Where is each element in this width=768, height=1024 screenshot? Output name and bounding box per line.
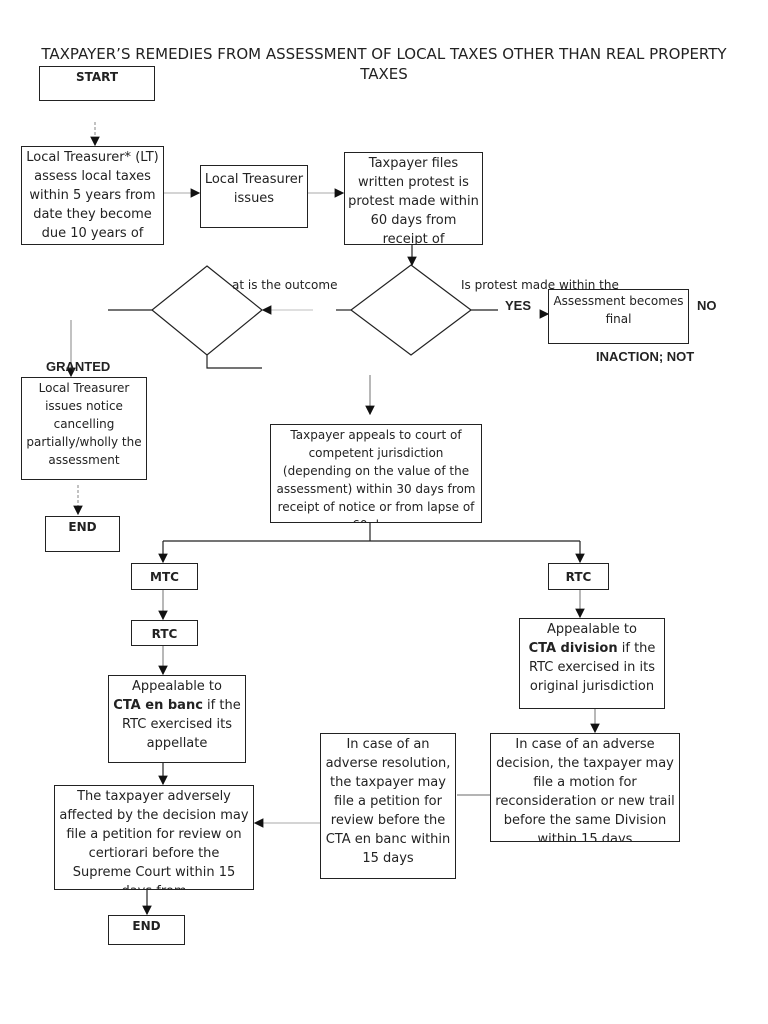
mtc-box: MTC: [131, 563, 198, 590]
cta-en-banc-box: Appealable to CTA en banc if the RTC exe…: [108, 675, 246, 763]
assessment-final-box: Assessment becomes final: [548, 289, 689, 344]
page-title: TAXPAYER’S REMEDIES FROM ASSESSMENT OF L…: [41, 45, 727, 83]
cta-banc-post: if the RTC exercised its appellate: [122, 698, 241, 751]
cta-banc-pre: Appealable to: [132, 679, 222, 694]
cta-division-box: Appealable to CTA division if the RTC ex…: [519, 618, 665, 709]
decision-protest-label: Is protest made within the: [461, 278, 619, 292]
rtc-left-box: RTC: [131, 620, 198, 646]
appeal-box: Taxpayer appeals to court of competent j…: [270, 424, 482, 523]
supreme-court-box: The taxpayer adversely affected by the d…: [54, 785, 254, 890]
yes-label: YES: [505, 298, 532, 313]
cta-div-bold: CTA division: [528, 641, 618, 656]
decision-outcome-label: at is the outcome: [232, 278, 338, 292]
lt-assess-box: Local Treasurer* (LT) assess local taxes…: [21, 146, 164, 245]
granted-label: GRANTED: [46, 359, 111, 374]
adverse-resolution-box: In case of an adverse resolution, the ta…: [320, 733, 456, 879]
lt-issues-box: Local Treasurer issues: [200, 165, 308, 228]
start-box: START: [39, 66, 155, 101]
lt-cancel-box: Local Treasurer issues notice cancelling…: [21, 377, 147, 480]
no-label: NO: [697, 298, 717, 313]
protest-box: Taxpayer files written protest is protes…: [344, 152, 483, 245]
adverse-decision-box: In case of an adverse decision, the taxp…: [490, 733, 680, 842]
end-box-2: END: [108, 915, 185, 945]
inaction-label: INACTION; NOT: [596, 349, 695, 364]
cta-div-pre: Appealable to: [547, 622, 637, 637]
cta-banc-bold: CTA en banc: [113, 698, 203, 713]
rtc-right-box: RTC: [548, 563, 609, 590]
decision-diamond-protest: [350, 264, 472, 356]
end-box-1: END: [45, 516, 120, 552]
cta-div-post: if the RTC exercised in its original jur…: [529, 641, 656, 694]
